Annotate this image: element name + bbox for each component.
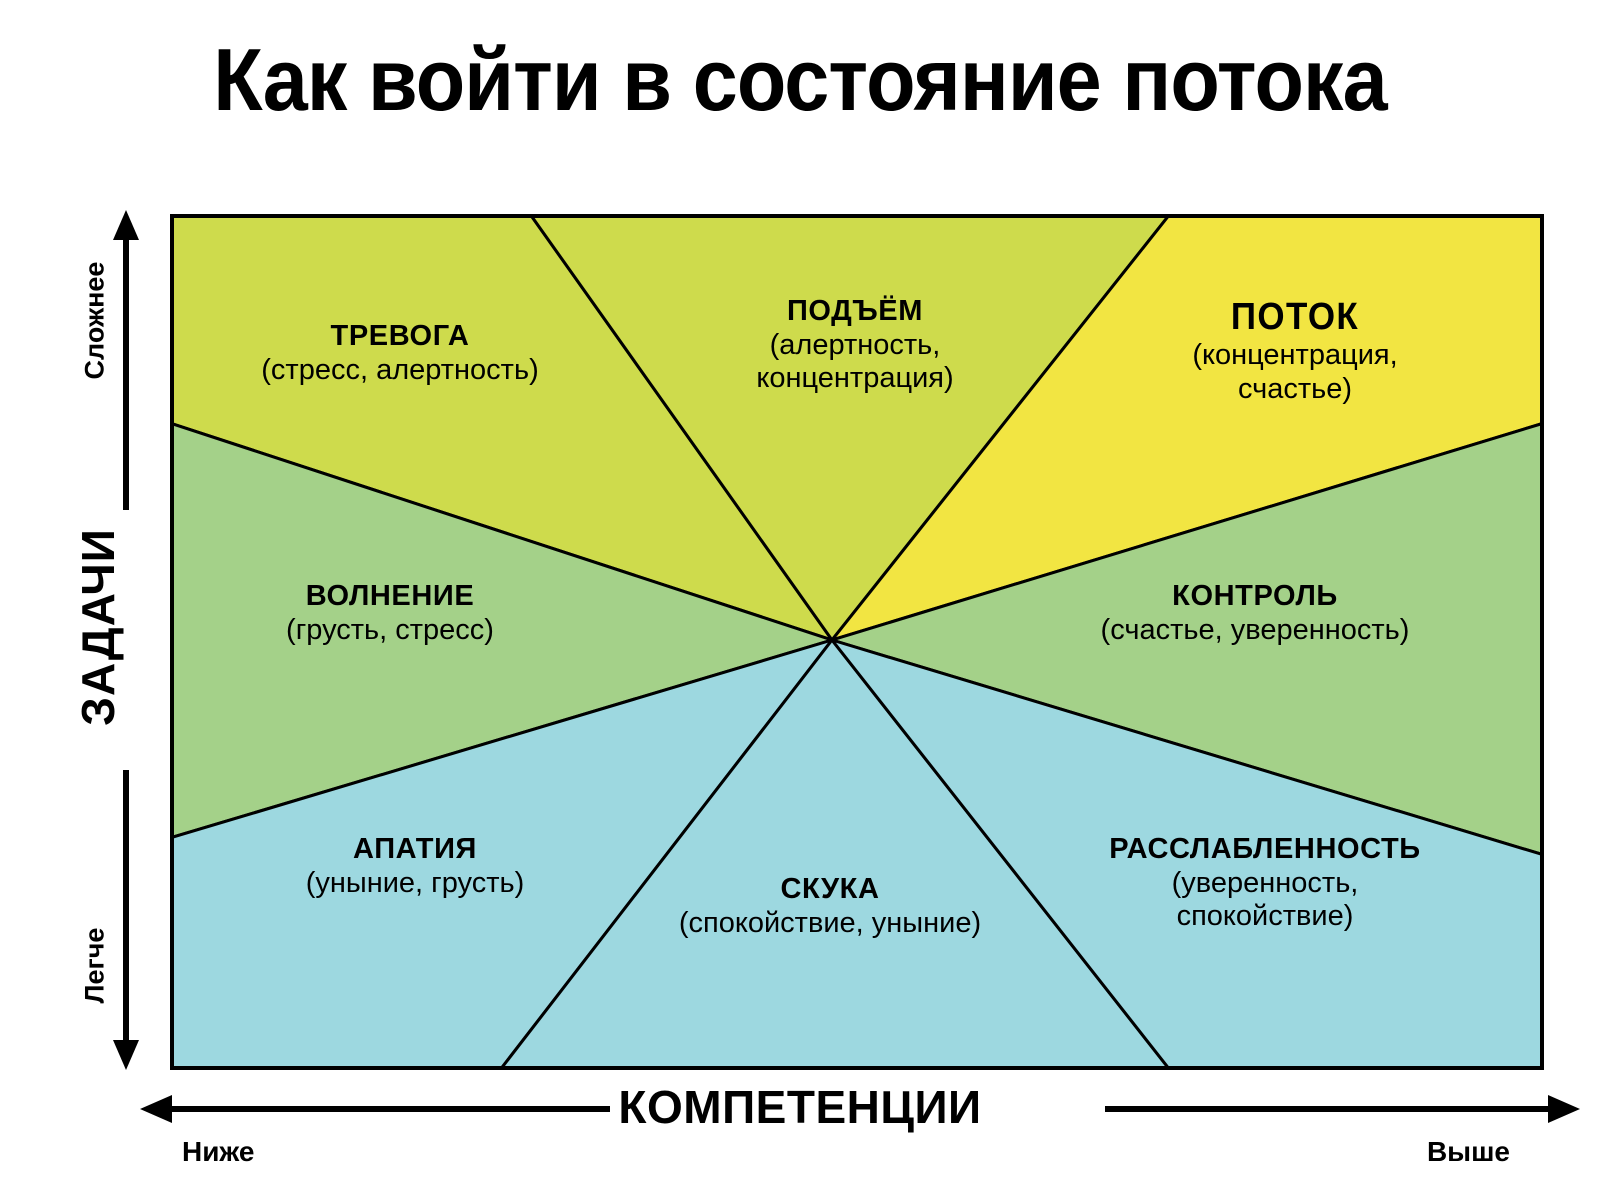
x-axis-low-label: Ниже	[182, 1136, 255, 1167]
x-axis-arrow-icon	[140, 1095, 1580, 1123]
x-axis-high-label: Выше	[1426, 1136, 1510, 1167]
y-axis-title: ЗАДАЧИ	[72, 528, 124, 726]
x-axis-title: КОМПЕТЕНЦИИ	[618, 1081, 982, 1133]
y-axis-high-label: Сложнее	[79, 261, 110, 380]
sector-relaxation	[827, 637, 1544, 1070]
flow-diagram	[170, 214, 1544, 1070]
flow-diagram-svg	[170, 214, 1544, 1070]
page-title: Как войти в состояние потока	[213, 30, 1387, 129]
y-axis-arrow-icon	[113, 210, 139, 1070]
sector-apathy	[170, 637, 837, 1070]
sector-flow	[827, 214, 1544, 643]
plot-border	[170, 214, 1544, 1070]
y-axis: Сложнее ЗАДАЧИ Легче	[52, 210, 170, 1070]
x-axis	[140, 1078, 1580, 1178]
y-axis-low-label: Легче	[79, 927, 110, 1004]
